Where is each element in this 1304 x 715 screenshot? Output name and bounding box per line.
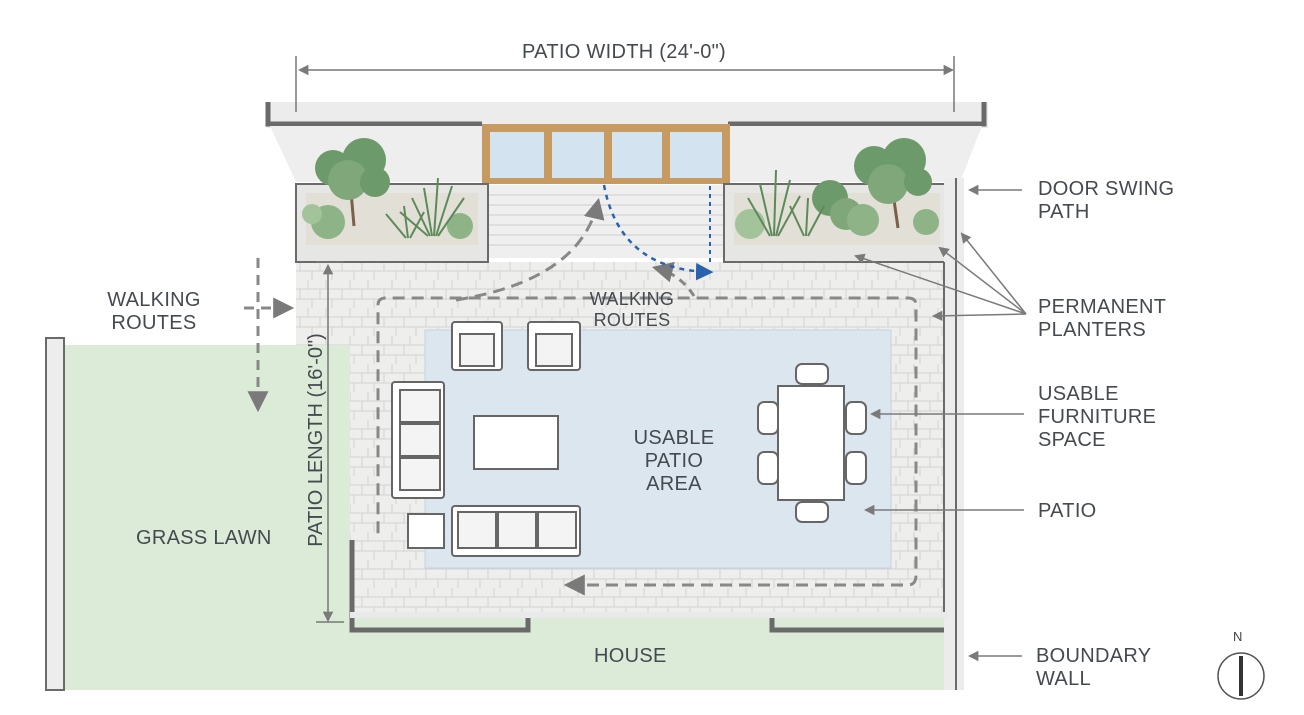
door-glass <box>612 132 662 178</box>
plants-right <box>735 138 939 239</box>
walking-route-loop <box>376 296 918 596</box>
label-line: USABLE <box>633 427 715 449</box>
planter-leader <box>931 310 1027 322</box>
label-line: PERMANENT <box>1038 296 1167 318</box>
house-strip <box>350 612 948 690</box>
dining-set <box>757 363 867 523</box>
lounge-furniture <box>391 321 581 557</box>
grass-lawn-label: GRASS LAWN <box>136 527 272 549</box>
patio-length-label: PATIO LENGTH (16'-0") <box>305 333 327 547</box>
label-line: PLANTERS <box>1038 319 1146 341</box>
boundary-wall <box>944 178 964 690</box>
label-line: AREA <box>646 473 702 495</box>
label-line: FURNITURE <box>1038 406 1157 428</box>
usable-furniture-space-label: USABLE FURNITURE SPACE <box>1038 383 1156 452</box>
door-glass <box>552 132 604 178</box>
label-line: BOUNDARY <box>1036 645 1152 667</box>
north-label: N <box>1233 629 1243 644</box>
door-swing-path-label: DOOR SWING PATH <box>1038 178 1174 224</box>
walking-route-return <box>651 261 696 297</box>
boundary-wall-label: BOUNDARY WALL <box>1036 645 1151 691</box>
usable-patio-area-label: USABLE PATIO AREA <box>614 427 734 496</box>
planter-leader <box>960 232 1027 315</box>
door-glass <box>670 132 722 178</box>
label-line: WALKING <box>589 289 675 309</box>
door-swing-path <box>602 184 714 281</box>
top-wall-outline <box>265 102 987 127</box>
label-line: ROUTES <box>111 312 197 334</box>
planter-leader <box>854 253 1027 315</box>
walking-routes-left-label: WALKING ROUTES <box>94 289 214 335</box>
label-line: PATIO <box>644 450 704 472</box>
boundary-wall-outline <box>943 178 957 690</box>
patio-wall-left <box>349 540 531 633</box>
permanent-planters-label: PERMANENT PLANTERS <box>1038 296 1166 342</box>
label-line: USABLE <box>1038 383 1119 405</box>
house-label: HOUSE <box>594 645 667 667</box>
plants-left <box>302 138 473 239</box>
walking-routes-center-label: WALKING ROUTES <box>572 289 692 331</box>
patio-label: PATIO <box>1038 500 1097 522</box>
planter-leader <box>938 246 1027 315</box>
label-line: DOOR SWING <box>1038 178 1175 200</box>
label-line: PATH <box>1038 201 1090 223</box>
door-glass <box>490 132 544 178</box>
walking-route-entry <box>455 197 605 302</box>
lawn-left-wall <box>45 337 65 691</box>
patio-width-label: PATIO WIDTH (24'-0") <box>522 41 726 63</box>
label-line: WALL <box>1036 668 1091 690</box>
house-wall-base <box>350 612 948 618</box>
label-line: WALKING <box>107 289 201 311</box>
label-line: SPACE <box>1038 429 1106 451</box>
label-line: ROUTES <box>593 310 671 330</box>
